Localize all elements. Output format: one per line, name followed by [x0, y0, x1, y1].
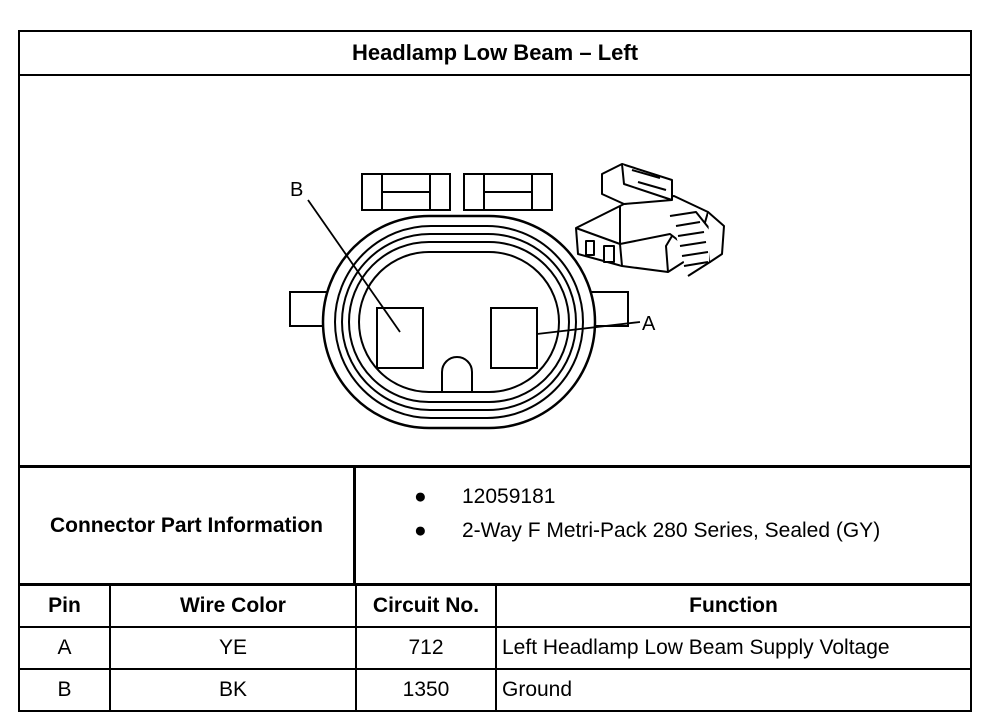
cell-circuit-no: 1350	[355, 668, 497, 710]
callout-label-b: B	[290, 179, 303, 201]
polarization-key	[441, 356, 473, 392]
callout-leader-a	[536, 321, 641, 335]
bullet-icon: ●	[414, 485, 427, 508]
part-number: 12059181	[462, 485, 556, 508]
header-wire-color: Wire Color	[109, 586, 357, 628]
connector-seal-inner	[348, 241, 570, 403]
cell-function: Left Headlamp Low Beam Supply Voltage	[495, 626, 970, 670]
cell-wire-color: YE	[109, 626, 357, 670]
list-item: ● 12059181	[356, 480, 970, 514]
header-pin: Pin	[20, 586, 111, 628]
callout-leader-b	[307, 199, 401, 333]
connector-isometric-view	[575, 163, 725, 277]
iso-terminal-2	[603, 245, 615, 263]
connector-description: 2-Way F Metri-Pack 280 Series, Sealed (G…	[462, 519, 881, 542]
connector-part-info: Connector Part Information ● 12059181 ● …	[20, 468, 970, 586]
left-top-latch	[361, 173, 451, 211]
connector-info-list: ● 12059181 ● 2-Way F Metri-Pack 280 Seri…	[356, 468, 970, 595]
connector-drawing: B A	[20, 76, 970, 468]
cell-wire-color: BK	[109, 668, 357, 710]
header-function: Function	[495, 586, 970, 628]
list-item: ● 2-Way F Metri-Pack 280 Series, Sealed …	[356, 514, 970, 548]
table-row: A YE 712 Left Headlamp Low Beam Supply V…	[20, 626, 970, 670]
right-top-latch	[463, 173, 553, 211]
page-title: Headlamp Low Beam – Left	[20, 32, 970, 76]
connector-seal-outer	[334, 225, 584, 419]
cell-pin: A	[20, 626, 111, 670]
pin-table-header: Pin Wire Color Circuit No. Function	[20, 586, 970, 628]
iso-terminal-1	[585, 240, 595, 256]
connector-face-view: B A	[289, 163, 725, 430]
bullet-icon: ●	[414, 519, 427, 542]
terminal-cavity	[358, 251, 560, 393]
callout-label-a: A	[642, 313, 656, 335]
connector-info-label: Connector Part Information	[20, 468, 356, 583]
cell-circuit-no: 712	[355, 626, 497, 670]
terminal-b	[376, 307, 424, 369]
connector-body	[321, 214, 597, 430]
connector-sheet: Headlamp Low Beam – Left	[18, 30, 972, 712]
cell-function: Ground	[495, 668, 970, 710]
pin-table: Pin Wire Color Circuit No. Function A YE…	[20, 586, 970, 710]
connector-seal-ring	[341, 233, 577, 411]
terminal-a	[490, 307, 538, 369]
cell-pin: B	[20, 668, 111, 710]
table-row: B BK 1350 Ground	[20, 668, 970, 710]
header-circuit-no: Circuit No.	[355, 586, 497, 628]
